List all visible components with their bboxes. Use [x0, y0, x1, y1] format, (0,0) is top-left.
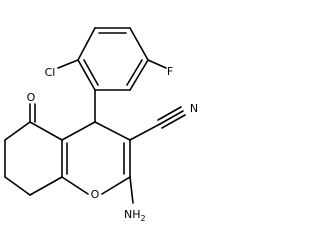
bond-c-cn	[129, 123, 161, 141]
bond	[77, 59, 96, 91]
amino-nh: NH	[124, 208, 141, 221]
triple-bond	[157, 106, 182, 121]
bond	[29, 176, 63, 196]
triple-bond	[161, 114, 186, 129]
bond	[101, 176, 131, 195]
molecule-structure: Cl F O N O NH2	[4, 27, 198, 223]
pyran-ring	[61, 121, 131, 195]
bond-c-f	[147, 59, 167, 69]
bond	[61, 121, 96, 141]
ring-oxygen-label: O	[91, 188, 100, 201]
bond	[94, 121, 131, 141]
bond	[4, 121, 31, 141]
bond	[77, 27, 96, 61]
bond	[4, 176, 31, 196]
bond	[61, 176, 89, 195]
nitrile-nitrogen-label: N	[190, 102, 198, 115]
bond	[129, 27, 149, 61]
amino-subscript: 2	[141, 214, 146, 223]
double-bond-inner	[83, 59, 99, 86]
cyclohexenone-ring	[4, 121, 63, 196]
fluorine-label: F	[167, 65, 173, 78]
bond	[129, 59, 149, 91]
chlorine-label: Cl	[45, 66, 56, 79]
amino-label: NH2	[124, 208, 146, 223]
double-bond-inner	[126, 59, 143, 86]
bond-c-cl	[57, 59, 79, 69]
bond	[29, 121, 63, 141]
triple-bond	[159, 110, 184, 125]
phenyl-ring	[77, 27, 149, 91]
bond-c-nh2	[129, 176, 134, 204]
ketone-oxygen-label: O	[27, 91, 36, 104]
